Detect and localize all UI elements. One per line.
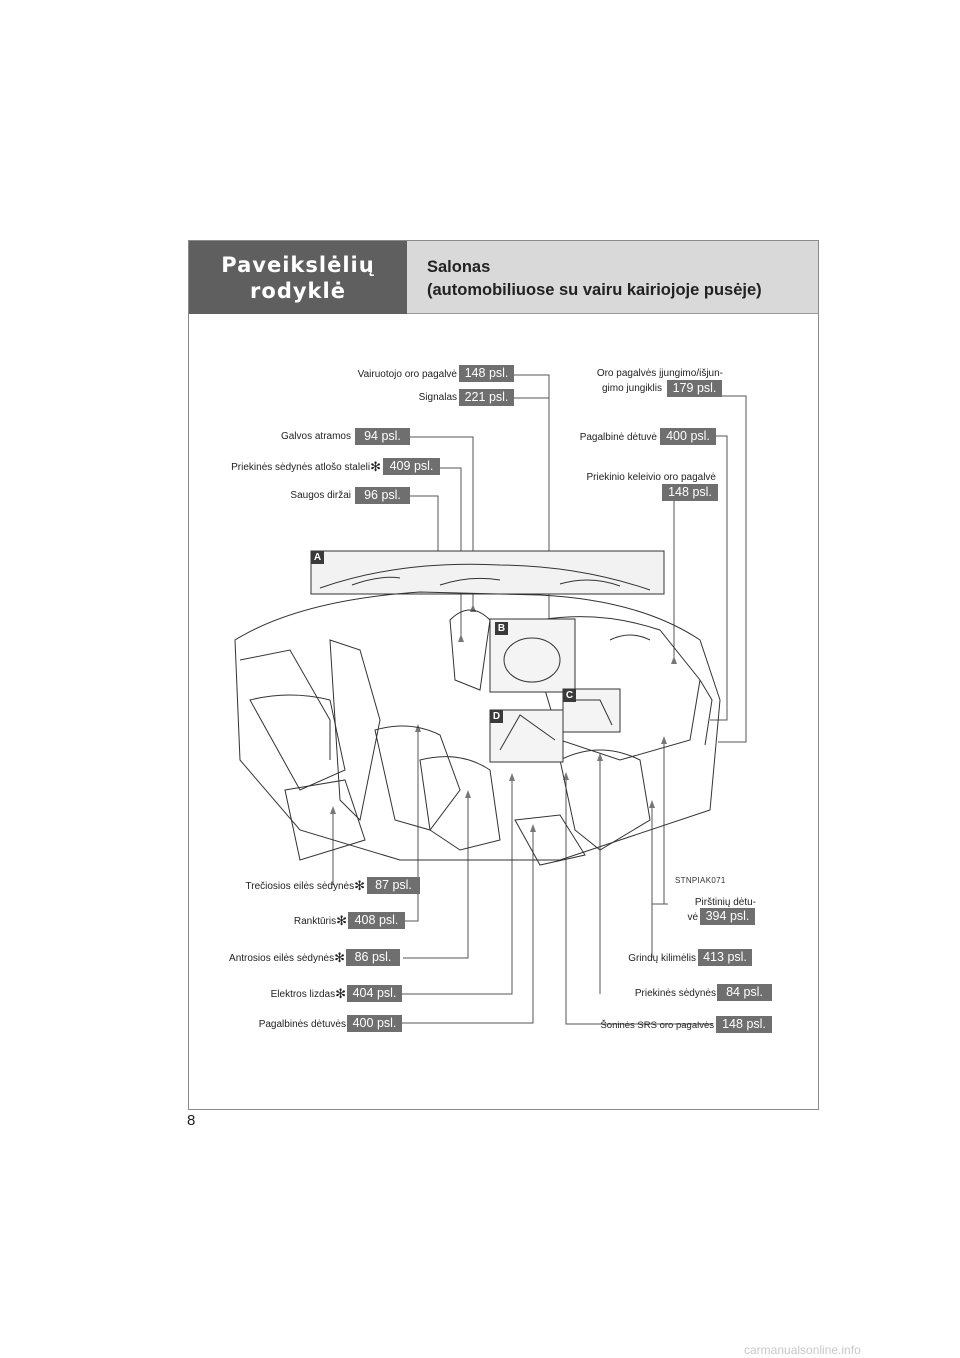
- horn-label: Signalas: [418, 392, 457, 403]
- storage-boxes-page-tag[interactable]: 400 psl.: [347, 1015, 402, 1032]
- driver-airbag-page-tag[interactable]: 148 psl.: [459, 365, 514, 382]
- callout-leader-lines: [332, 374, 747, 1025]
- figure-code: STNPIAK071: [675, 876, 726, 885]
- airbag-switch-page-tag[interactable]: 179 psl.: [667, 380, 722, 397]
- inset-label-b: B: [495, 622, 508, 635]
- cabin-drawing: [234, 550, 721, 866]
- seatback-table-page-tag[interactable]: 409 psl.: [383, 458, 440, 475]
- driver-airbag-label: Vairuotojo oro pagalvė: [357, 369, 457, 380]
- armrest-page-tag[interactable]: 408 psl.: [348, 912, 405, 929]
- page-number: 8: [187, 1112, 196, 1129]
- head-restraints-page-tag[interactable]: 94 psl.: [355, 428, 410, 445]
- third-row-text: Trečiosios eilės sėdynės: [245, 881, 355, 892]
- airbag-switch-label-line2: gimo jungiklis: [601, 383, 662, 394]
- side-airbags-page-tag[interactable]: 148 psl.: [716, 1016, 772, 1033]
- side-airbags-label: Šoninės SRS oro pagalvės: [600, 1020, 714, 1031]
- inset-label-c: C: [563, 689, 576, 702]
- seat-belts-label: Saugos diržai: [290, 490, 351, 501]
- asterisk-mark: ✻: [370, 459, 381, 474]
- front-seats-label: Priekinės sėdynės: [634, 988, 716, 999]
- second-row-page-tag[interactable]: 86 psl.: [346, 949, 400, 966]
- section-subtitle: (automobiliuose su vairu kairiojoje pusė…: [427, 281, 762, 299]
- header-left-line1: Paveikslėlių: [221, 252, 375, 277]
- seat-belts-page-tag[interactable]: 96 psl.: [355, 487, 410, 504]
- asterisk-mark: ✻: [336, 913, 347, 928]
- floor-mat-label: Grindų kilimėlis: [628, 953, 696, 964]
- seatback-table-text: Priekinės sėdynės atlošo staleli: [231, 462, 371, 473]
- passenger-airbag-label: Priekinio keleivio oro pagalvė: [586, 472, 716, 483]
- header-left-line2: rodyklė: [250, 278, 346, 303]
- glove-box-label-line1: Pirštinių dėtu-: [694, 897, 756, 908]
- power-outlet-label: Elektros lizdas✻: [270, 986, 346, 1001]
- third-row-page-tag[interactable]: 87 psl.: [367, 877, 420, 894]
- power-outlet-text: Elektros lizdas: [270, 989, 336, 1000]
- third-row-label: Trečiosios eilės sėdynės✻: [245, 878, 365, 893]
- storage-boxes-label: Pagalbinės dėtuvės: [258, 1019, 346, 1030]
- second-row-text: Antrosios eilės sėdynės: [229, 953, 335, 964]
- glove-box-label-line2: vė: [687, 912, 698, 923]
- head-restraints-label: Galvos atramos: [280, 431, 351, 442]
- passenger-airbag-page-tag[interactable]: 148 psl.: [662, 484, 718, 501]
- airbag-switch-label-line1: Oro pagalvės įjungimo/išjun-: [596, 368, 723, 379]
- floor-mat-page-tag[interactable]: 413 psl.: [698, 949, 752, 966]
- arrow-heads: [330, 564, 677, 832]
- section-title: Salonas: [427, 258, 491, 276]
- inset-label-a: A: [311, 551, 324, 564]
- inset-label-d: D: [490, 710, 503, 723]
- page-frame: [188, 240, 819, 1110]
- glove-box-page-tag[interactable]: 394 psl.: [700, 908, 755, 925]
- asterisk-mark: ✻: [334, 950, 345, 965]
- front-seats-page-tag[interactable]: 84 psl.: [717, 984, 772, 1001]
- watermark-text: carmanualsonline.info: [744, 1343, 861, 1357]
- front-storage-label: Pagalbinė dėtuvė: [579, 432, 657, 443]
- horn-page-tag[interactable]: 221 psl.: [459, 389, 514, 406]
- armrest-text: Ranktūris: [293, 916, 337, 927]
- armrest-label: Ranktūris✻: [293, 913, 347, 928]
- power-outlet-page-tag[interactable]: 404 psl.: [347, 985, 402, 1002]
- asterisk-mark: ✻: [335, 986, 346, 1001]
- seatback-table-label: Priekinės sėdynės atlošo staleli✻: [231, 459, 381, 474]
- section-header: Salonas (automobiliuose su vairu kairioj…: [407, 241, 818, 314]
- second-row-label: Antrosios eilės sėdynės✻: [229, 950, 345, 965]
- front-storage-page-tag[interactable]: 400 psl.: [660, 428, 716, 445]
- asterisk-mark: ✻: [354, 878, 365, 893]
